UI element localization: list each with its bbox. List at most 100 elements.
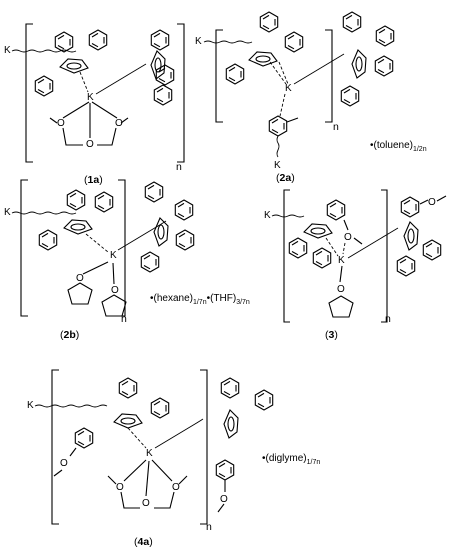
diglyme-chain (107, 475, 188, 509)
dashed-bond (279, 93, 286, 117)
potassium-label: K (264, 210, 271, 221)
cp-ring (223, 409, 239, 439)
potassium-label: K (274, 160, 281, 171)
k-cp-bond (347, 227, 399, 259)
toluene-ring (268, 115, 288, 137)
bracket-left (51, 369, 59, 525)
methyl-bond (353, 237, 363, 245)
methoxy-bond (343, 219, 349, 231)
diglyme-solvate: •(diglyme)1/7n (262, 453, 320, 466)
phenyl-ring (396, 255, 416, 277)
repeat-n: n (176, 161, 182, 173)
cp-ring (113, 413, 143, 429)
dashed-bond (325, 237, 339, 257)
bracket-left (25, 23, 33, 163)
bracket-right (200, 369, 208, 525)
label-1a: (1a) (84, 174, 103, 186)
dashed-bond (127, 427, 147, 449)
bracket-right (177, 23, 185, 163)
k-center-label: K (285, 83, 292, 94)
methyl-bond (436, 195, 447, 202)
anisyl-ring (215, 459, 235, 481)
oxygen-label: O (115, 118, 123, 129)
methyl-bond (53, 469, 63, 477)
phenyl-ring (340, 85, 360, 107)
phenyl-ring (140, 251, 160, 273)
label-2a: (2a) (276, 172, 295, 184)
phenyl-ring (54, 31, 74, 53)
oxygen-label: O (172, 482, 180, 493)
phenyl-ring (175, 229, 195, 251)
bracket-left (215, 29, 223, 123)
oxygen-label: O (86, 139, 94, 150)
anisyl-ring (326, 199, 346, 221)
k-o-bond (91, 101, 118, 119)
diglyme-chain (49, 117, 129, 146)
dashed-bond (269, 61, 287, 85)
phenyl-ring (284, 31, 304, 53)
phenyl-ring (254, 389, 274, 411)
k-o-bond (112, 262, 115, 285)
cp-ring (59, 58, 89, 74)
repeat-n: n (206, 521, 212, 533)
dashed-bond (342, 242, 346, 255)
phenyl-ring (342, 11, 362, 33)
oxygen-label: O (57, 118, 65, 129)
phenyl-ring (34, 75, 54, 97)
cp-ring (248, 51, 278, 67)
toluene-solvate: •(toluene)1/2n (370, 140, 427, 153)
dashed-bond (85, 233, 109, 253)
k-o-bond (123, 459, 147, 482)
oxygen-label: O (220, 494, 228, 505)
k-o-bond (82, 261, 109, 275)
bracket-left (20, 179, 28, 317)
phenyl-ring (38, 229, 58, 251)
phenyl-ring (225, 63, 245, 85)
phenyl-ring (144, 181, 164, 203)
oxygen-label: O (111, 285, 119, 296)
k-cp-bond (293, 53, 345, 85)
bracket-right (381, 189, 388, 323)
potassium-label: K (195, 36, 202, 47)
k-arene-bond (276, 135, 280, 158)
phenyl-ring (155, 64, 175, 86)
methyl-bond (286, 117, 299, 123)
repeat-n: n (333, 121, 339, 133)
phenyl-ring (312, 247, 332, 269)
k-center-label: K (110, 250, 117, 261)
compound-2b: K K O O n •(hexane)1/7n•(THF)3/7n (2b) (4, 179, 250, 341)
k-o-bond (339, 265, 343, 283)
phenyl-ring (118, 377, 138, 399)
k-cp-bond (271, 214, 305, 218)
phenyl-ring (375, 25, 395, 47)
phenyl-ring (220, 377, 240, 399)
phenyl-ring (150, 29, 170, 51)
phenyl-ring (374, 55, 394, 77)
repeat-n: n (121, 313, 127, 325)
thf-ring (67, 282, 93, 305)
oxygen-label: O (60, 458, 68, 469)
bracket-left (283, 189, 290, 323)
phenyl-ring (88, 29, 108, 51)
thf-ring (101, 294, 127, 317)
compound-3: K O K O O n (3) (264, 189, 447, 341)
compound-2a: K K K n •(toluene)1/2n (2a) (195, 11, 427, 184)
dashed-bond (79, 71, 89, 93)
label-3: (3) (325, 329, 338, 341)
k-cp-bond (117, 220, 167, 251)
compound-4a: K O K O O O O n •(diglyme)1/7n (4a) (27, 369, 320, 548)
bracket-right (325, 29, 333, 123)
k-center-label: K (87, 92, 94, 103)
k-o-bond (145, 460, 150, 497)
dashed-bond (278, 61, 289, 85)
phenyl-ring (288, 237, 308, 259)
methyl-bond (217, 503, 225, 513)
k-cp-bond (203, 40, 253, 44)
potassium-label: K (4, 45, 11, 56)
phenyl-ring (259, 11, 279, 33)
cp-ring (303, 223, 333, 239)
oxygen-label: O (337, 284, 345, 295)
cp-ring (63, 219, 93, 235)
